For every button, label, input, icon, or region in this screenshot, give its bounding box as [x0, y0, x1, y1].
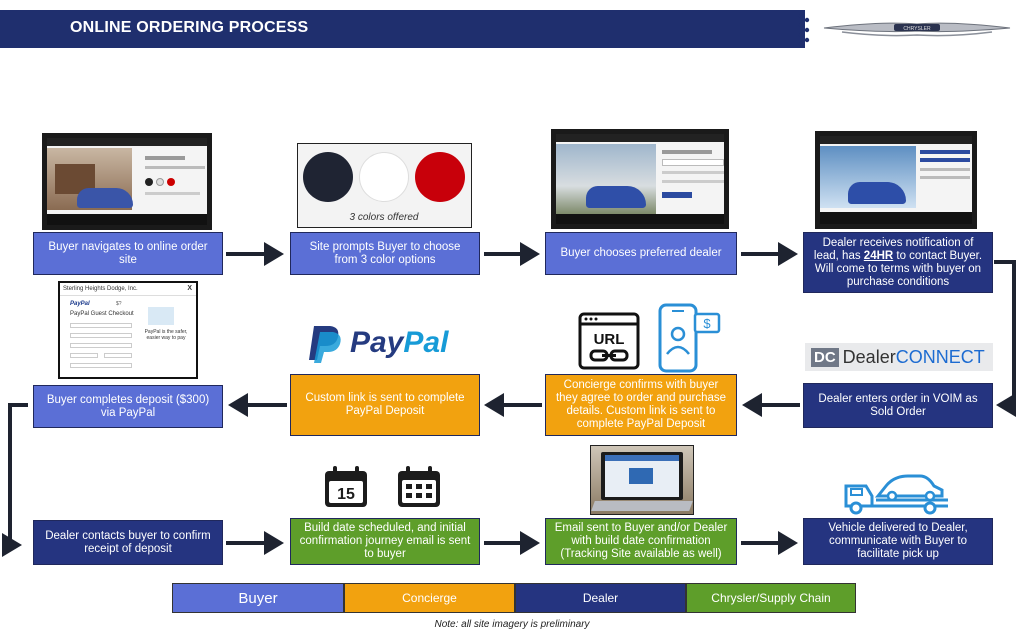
step-buyer-completes-deposit: Buyer completes deposit ($300) via PayPa… [33, 385, 223, 428]
header-bar: ONLINE ORDERING PROCESS [0, 10, 805, 48]
dealerconnect-badge: DC [811, 347, 839, 367]
url-icon-text: URL [594, 331, 625, 348]
paypal-p-icon [309, 326, 341, 363]
legend-label: Dealer [582, 591, 619, 605]
page-title: ONLINE ORDERING PROCESS [70, 19, 309, 36]
step-text-post: to contact Buyer. Will come to terms wit… [814, 249, 983, 288]
calendar-grid-icon [398, 466, 440, 507]
step-buyer-chooses-dealer: Buyer chooses preferred dealer [545, 232, 737, 275]
step-text-pre: Dealer receives notification of lead, ha… [813, 236, 974, 262]
color-swatch-white [359, 152, 409, 202]
step-text: Buyer chooses preferred dealer [560, 247, 722, 259]
step-text: Buyer navigates to online order site [48, 240, 208, 266]
arrow-s8-s9 [2, 403, 28, 557]
paypal-word-pay: Pay [350, 326, 404, 359]
paypal-screen-cart: $? [116, 301, 122, 307]
paypal-logo: PayPal [306, 322, 466, 364]
calendar-day-number: 15 [337, 486, 355, 503]
footnote: Note: all site imagery is preliminary [434, 619, 590, 630]
legend-label: Buyer [238, 589, 278, 607]
step-buyer-navigates: Buyer navigates to online order site [33, 232, 223, 275]
step-text: Concierge confirms with buyer they agree… [555, 379, 727, 430]
svg-text:$: $ [703, 316, 711, 331]
dealer-lead-screenshot [815, 131, 977, 229]
step-concierge-confirms: Concierge confirms with buyer they agree… [545, 374, 737, 436]
dealer-selection-screenshot [551, 129, 729, 229]
color-swatch-dark [303, 152, 353, 202]
legend-label: Chrysler/Supply Chain [711, 591, 831, 605]
step-site-prompts-color: Site prompts Buyer to choose from 3 colo… [290, 232, 480, 275]
color-swatch-red [415, 152, 465, 202]
colors-caption: 3 colors offered [349, 212, 419, 223]
step-text: Vehicle delivered to Dealer, communicate… [828, 522, 968, 560]
arrow-s4-s5 [994, 260, 1016, 417]
header-dots-decoration [798, 13, 810, 47]
chrysler-wing-logo: CHRYSLER [823, 22, 1011, 37]
step-dealer-notification: Dealer receives notification of lead, ha… [803, 232, 993, 293]
close-icon: X [187, 285, 192, 292]
step-text: Buyer completes deposit ($300) via PayPa… [46, 393, 210, 419]
step-text: Dealer contacts buyer to confirm receipt… [45, 529, 211, 555]
step-email-build-date: Email sent to Buyer and/or Dealer with b… [545, 518, 737, 565]
phone-contact-icon: $ [658, 303, 721, 373]
dealerconnect-word-connect: CONNECT [895, 346, 985, 367]
paypal-screen-tagline: PayPal is the safer, easier way to pay [144, 329, 188, 341]
step-text: Email sent to Buyer and/or Dealer with b… [554, 522, 728, 560]
color-options-panel: 3 colors offered [297, 143, 472, 228]
paypal-screen-logo: PayPal [70, 301, 90, 307]
step-dealer-enters-order: Dealer enters order in VOIM as Sold Orde… [803, 383, 993, 428]
paypal-word-pal: Pal [403, 326, 449, 359]
paypal-screen-heading: PayPal Guest Checkout [70, 311, 134, 317]
calendar-15-icon: 15 [325, 466, 367, 507]
url-link-icon: URL [578, 312, 640, 370]
paypal-checkout-screenshot: Sterling Heights Dodge, Inc. X PayPal $?… [58, 281, 198, 379]
dealerconnect-word-dealer: Dealer [842, 346, 896, 367]
legend-concierge: Concierge [344, 583, 515, 613]
legend-dealer: Dealer [515, 583, 686, 613]
paypal-screen-title: Sterling Heights Dodge, Inc. [63, 286, 138, 292]
step-text-24hr: 24HR [863, 249, 894, 262]
step-text: Dealer enters order in VOIM as Sold Orde… [818, 392, 978, 418]
step-custom-link-sent: Custom link is sent to complete PayPal D… [290, 374, 480, 436]
step-dealer-contacts-buyer: Dealer contacts buyer to confirm receipt… [33, 520, 223, 565]
step-vehicle-delivered: Vehicle delivered to Dealer, communicate… [803, 518, 993, 565]
logo-wordmark: CHRYSLER [903, 26, 931, 32]
legend-buyer: Buyer [172, 583, 344, 613]
email-laptop-photo [590, 445, 694, 515]
legend-chrysler-supply-chain: Chrysler/Supply Chain [686, 583, 856, 613]
step-text: Dealer receives notification of lead, ha… [810, 237, 986, 289]
step-text: Build date scheduled, and initial confir… [299, 522, 471, 560]
step-text: Site prompts Buyer to choose from 3 colo… [309, 240, 461, 266]
legend-label: Concierge [402, 591, 457, 605]
tow-truck-car-icon [844, 474, 948, 515]
step-build-date-scheduled: Build date scheduled, and initial confir… [290, 518, 480, 565]
order-site-screenshot [42, 133, 212, 230]
step-text: Custom link is sent to complete PayPal D… [305, 392, 465, 417]
